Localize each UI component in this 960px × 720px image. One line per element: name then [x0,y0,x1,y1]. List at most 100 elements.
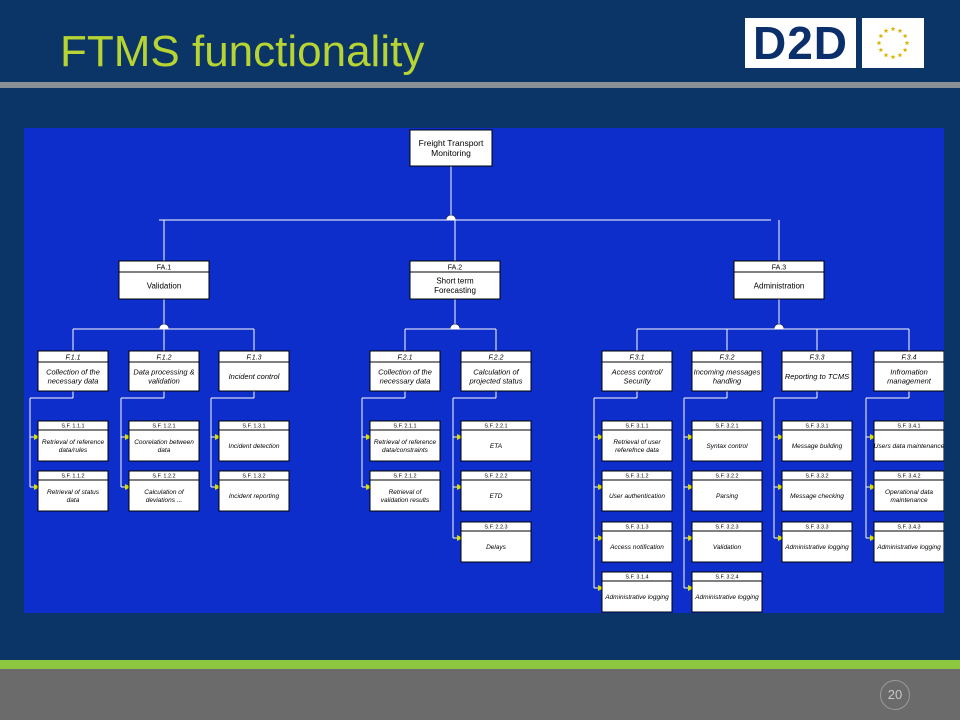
connector-arrow [215,484,221,490]
box-body [781,530,853,563]
box-body [128,479,200,512]
box-label-line: Retrieval of user [613,439,661,446]
box-code: F.2.2 [488,355,503,362]
eu-star [878,33,884,39]
eu-star [890,26,896,32]
connector-arrow [34,434,40,440]
box-label-line: Short term [436,277,474,286]
box-body [601,530,673,563]
box-label-line: deviations ... [146,497,183,504]
box-code: F.3.2 [719,355,734,362]
connector-arrow [688,484,694,490]
page-number: 20 [880,680,910,710]
box-label-line: management [887,377,932,386]
box-body [218,429,290,462]
box-label-line: Validation [713,544,742,551]
eu-star [890,54,896,60]
box-label-line: data/constraints [382,447,429,454]
box-label: Incident control [229,372,280,381]
box-code: S.F. 3.1.3 [625,525,648,531]
box-label-line: Access notification [609,544,664,551]
box-label-line: Operational data [885,489,933,496]
box-label-line: Syntax control [706,443,748,450]
box-body [37,479,109,512]
box-label-line: Message building [792,443,843,450]
connector-arrow [125,434,131,440]
box-body [691,530,763,563]
box-body [601,580,673,613]
box-code: S.F. 1.1.2 [61,474,84,480]
connector-arrow [125,484,131,490]
box-label: Data processing &validation [133,368,194,386]
box-label-line: Incoming messages [694,368,761,377]
eu-star [904,40,910,46]
box-body [601,429,673,462]
eu-star [883,28,889,33]
box-code: S.F. 3.1.2 [625,474,648,480]
title-divider [0,82,960,88]
box-code: S.F. 3.2.1 [715,424,738,430]
box-body [118,271,210,300]
box-label-line: validation results [381,497,430,504]
box-label-line: Collection of the [378,368,432,377]
box-label-line: Message checking [790,493,844,500]
box-label: Incident detection [229,443,280,450]
box-label: Administration [754,281,805,290]
box-body [37,361,109,392]
box-label-line: Administrative logging [694,594,759,601]
eu-star [897,52,903,58]
box-code: S.F. 3.4.1 [897,424,920,430]
connector-arrow [598,434,604,440]
box-label-line: Monitoring [431,148,471,158]
eu-star [883,52,889,58]
eu-stars [876,26,910,60]
box-body [873,479,944,512]
box-body [460,429,532,462]
box-code: F.1.2 [156,355,171,362]
box-label-line: Reporting to TCMS [785,372,849,381]
box-label-line: Security [623,377,651,386]
box-label: User authentication [609,493,665,500]
box-code: S.F. 2.2.2 [484,474,507,480]
box-body [369,361,441,392]
box-label-line: Incident detection [229,443,280,450]
box-code: S.F. 2.1.1 [393,424,416,430]
box-label-line: Freight Transport [419,138,484,148]
connector-arrow [457,535,463,541]
box-label-line: Incident control [229,372,280,381]
box-label: Access notification [609,544,664,551]
box-label-line: Calculation of [473,368,519,377]
box-code: S.F. 3.4.2 [897,474,920,480]
connector-arrow [457,434,463,440]
box-label-line: validation [148,377,180,386]
eu-flag-graphic [866,22,920,64]
connector-arrow [688,535,694,541]
connector-arrow [598,585,604,591]
box-body [781,361,853,392]
box-label: Parsing [716,493,738,500]
box-code: S.F. 3.2.3 [715,525,738,531]
